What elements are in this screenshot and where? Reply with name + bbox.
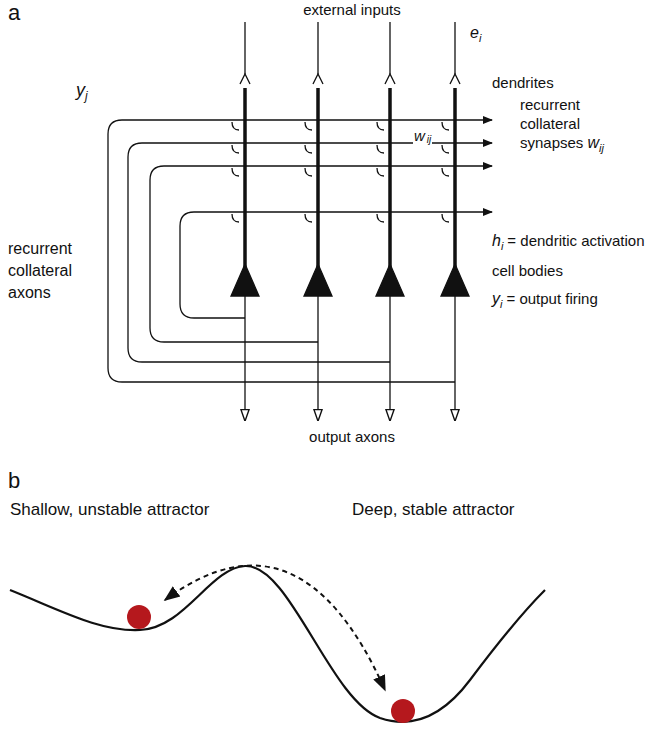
- synapse-mark: [232, 214, 239, 222]
- math-symbol: i: [501, 240, 503, 253]
- input-line: [454, 22, 455, 74]
- synapse-mark: [232, 122, 239, 130]
- math-symbol: i: [500, 298, 502, 311]
- recurrent-axon: [108, 120, 492, 382]
- input-line: [389, 22, 390, 74]
- synapse-mark: [305, 168, 312, 176]
- text-label: dendrites: [492, 74, 554, 91]
- text-label: a: [8, 0, 20, 25]
- synapse-mark: [442, 168, 449, 176]
- synapse-mark: [305, 145, 312, 153]
- text-label: recurrent: [8, 240, 72, 258]
- dendrite: [453, 88, 457, 268]
- synapse-mark: [442, 122, 449, 130]
- math-symbol: ij: [599, 142, 604, 155]
- input-terminal: [385, 74, 395, 84]
- synapse-mark: [377, 122, 384, 130]
- math-symbol: e: [470, 24, 479, 42]
- dendrite: [388, 88, 392, 268]
- cell-body: [376, 264, 404, 296]
- cell-body: [304, 264, 332, 296]
- input-line: [244, 22, 245, 74]
- text-label: recurrent: [520, 96, 580, 113]
- text-label: collateral: [8, 262, 72, 280]
- math-symbol: i: [479, 32, 481, 45]
- recurrent-axon: [150, 166, 492, 342]
- input-terminal: [313, 74, 323, 84]
- text-label: Shallow, unstable attractor: [10, 500, 209, 520]
- state-ball: [127, 605, 151, 629]
- cell-body: [231, 264, 259, 296]
- math-symbol: w: [587, 134, 599, 152]
- math-symbol: h: [492, 232, 501, 250]
- energy-landscape: [10, 566, 545, 722]
- synapse-mark: [305, 122, 312, 130]
- synapse-mark: [232, 168, 239, 176]
- cell-body: [441, 264, 469, 296]
- text-label: = output firing: [506, 290, 597, 307]
- recurrent-axon: [128, 143, 492, 362]
- math-symbol: j: [85, 90, 88, 104]
- synapse-mark: [377, 168, 384, 176]
- synapse-mark: [232, 145, 239, 153]
- synapse-mark: [377, 214, 384, 222]
- math-symbol: ij: [426, 134, 432, 146]
- output-axon: [389, 296, 390, 420]
- text-label: b: [8, 468, 20, 493]
- synapse-mark: [377, 145, 384, 153]
- output-axon: [454, 296, 455, 420]
- state-ball: [391, 699, 415, 723]
- transition-arrow: [165, 566, 385, 690]
- text-label: collateral: [520, 115, 580, 132]
- math-symbol: y: [76, 80, 85, 101]
- text-label: cell bodies: [492, 262, 563, 279]
- input-line: [317, 22, 318, 74]
- output-axon: [317, 296, 318, 420]
- output-axon: [244, 296, 245, 420]
- recurrent-axon: [180, 212, 492, 318]
- input-terminal: [240, 74, 250, 84]
- math-symbol: y: [492, 290, 500, 308]
- dendrite: [316, 88, 320, 268]
- text-label: external inputs: [303, 1, 401, 18]
- text-label: = dendritic activation: [507, 232, 644, 249]
- text-label: Deep, stable attractor: [352, 500, 515, 520]
- synapse-mark: [442, 145, 449, 153]
- math-symbol: w: [413, 127, 426, 144]
- text-label: synapses: [520, 134, 583, 151]
- dendrite: [243, 88, 247, 268]
- text-label: output axons: [309, 428, 395, 445]
- synapse-mark: [442, 214, 449, 222]
- input-terminal: [450, 74, 460, 84]
- text-label: axons: [8, 284, 51, 302]
- synapse-mark: [305, 214, 312, 222]
- network-drawing: [108, 22, 492, 420]
